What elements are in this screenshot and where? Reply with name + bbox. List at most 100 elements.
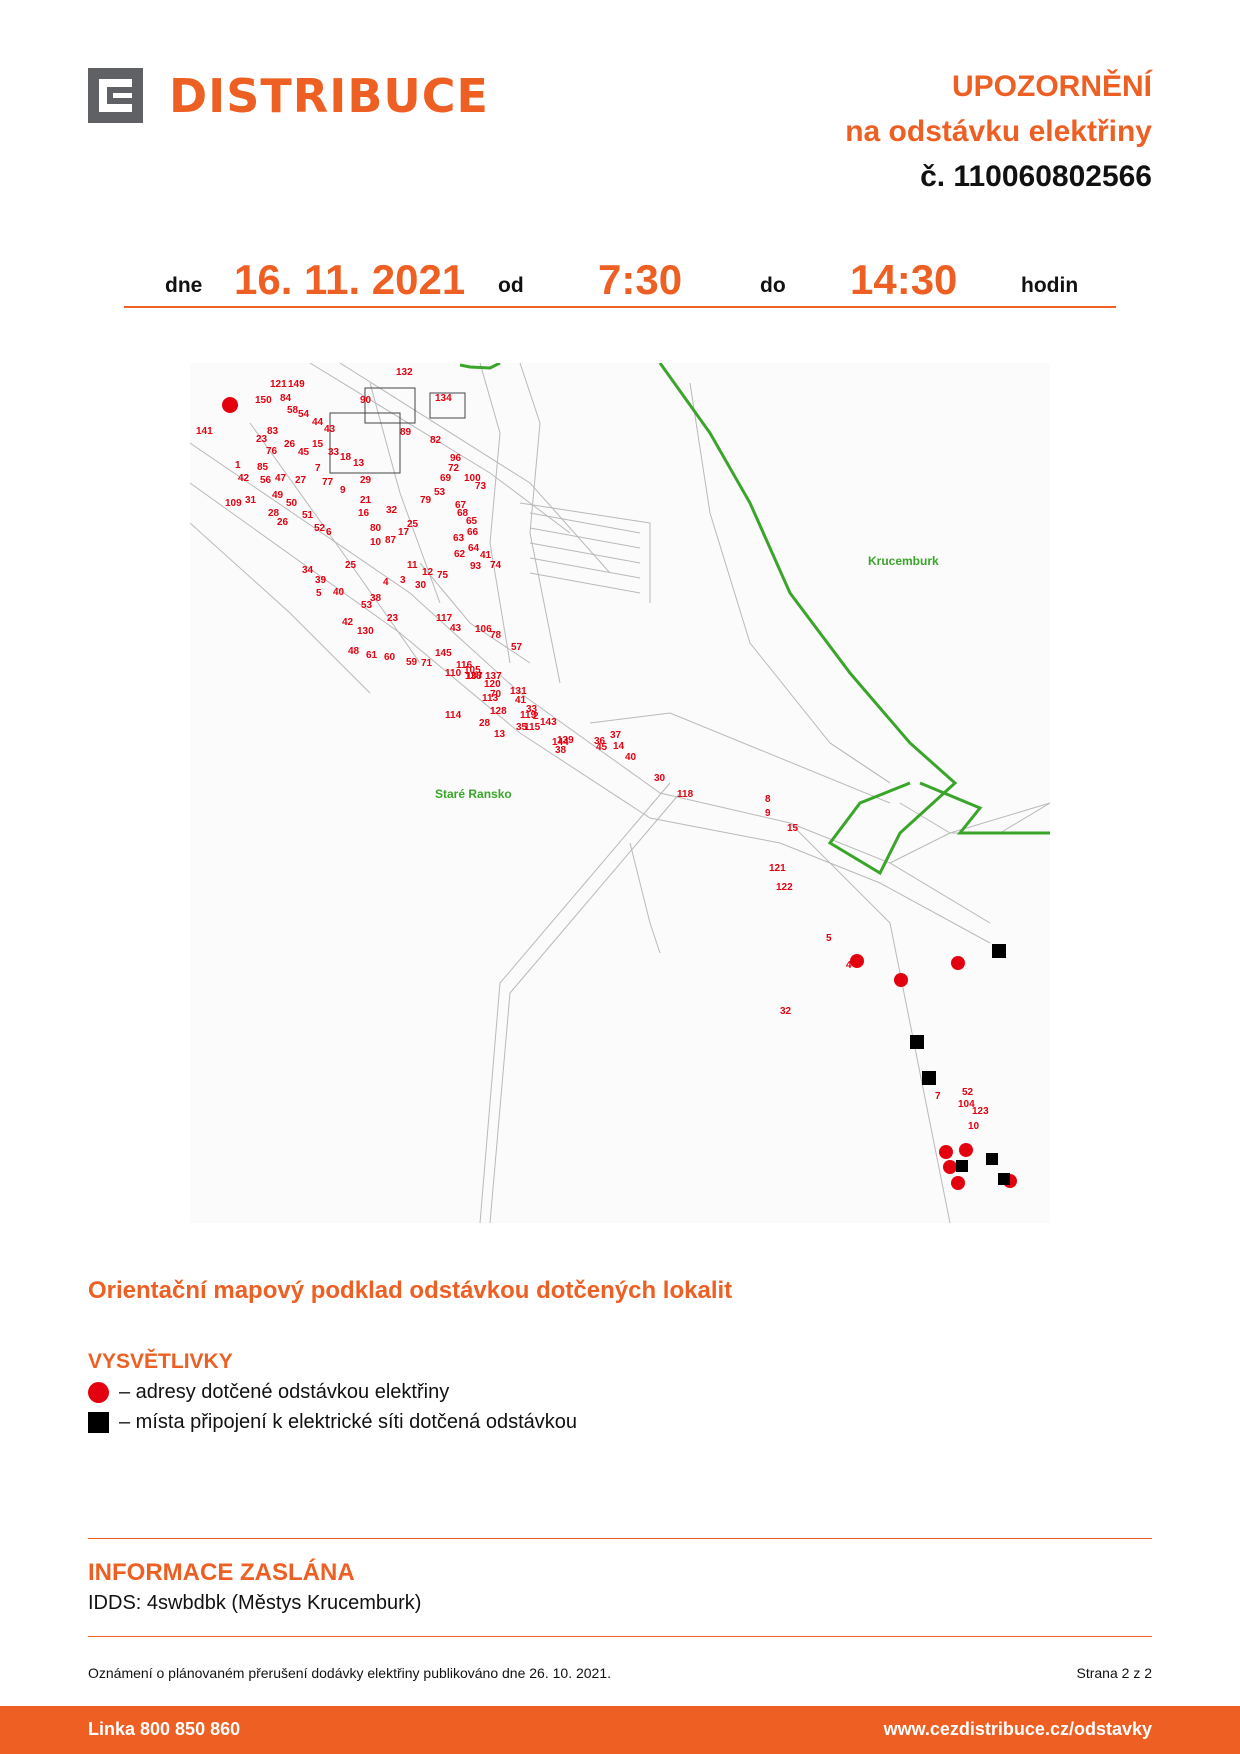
footer-bar: Linka 800 850 860 www.cezdistribuce.cz/o… [0, 1706, 1240, 1754]
address-marker [951, 956, 965, 970]
address-marker [850, 954, 864, 968]
house-number-label: 52 [962, 1087, 974, 1098]
house-number-label: 1 [235, 460, 241, 471]
house-number-label: 17 [398, 527, 410, 538]
house-number-label: 131 [510, 686, 527, 697]
website-link[interactable]: www.cezdistribuce.cz/odstavky [883, 1719, 1152, 1739]
to-time: 14:30 [850, 256, 958, 303]
house-number-label: 141 [196, 426, 213, 437]
outage-schedule: dne 16. 11. 2021 od 7:30 do 14:30 hodin [124, 250, 1116, 308]
house-number-label: 42 [342, 617, 354, 628]
house-number-label: 32 [780, 1006, 792, 1017]
house-number-label: 30 [654, 773, 666, 784]
house-number-label: 50 [286, 498, 298, 509]
page-number: Strana 2 z 2 [1076, 1665, 1153, 1681]
to-label: do [760, 274, 786, 297]
house-number-label: 12 [422, 567, 434, 578]
house-number-label: 93 [470, 561, 482, 572]
house-number-label: 58 [287, 405, 299, 416]
house-number-label: 13 [494, 729, 506, 740]
house-number-label: 9 [340, 485, 346, 496]
house-number-label: 38 [370, 593, 382, 604]
connection-point-markers [910, 944, 1010, 1185]
house-number-label: 76 [266, 446, 278, 457]
house-number-label: 118 [677, 789, 694, 800]
black-square-icon [88, 1412, 109, 1433]
buildings [329, 387, 466, 474]
house-number-label: 2 [533, 711, 539, 722]
house-number-label: 40 [333, 587, 345, 598]
house-number-label: 63 [453, 533, 465, 544]
legend-item-connection: – místa připojení k elektrické síti dotč… [88, 1411, 577, 1434]
house-number-label: 26 [284, 439, 296, 450]
house-number-label: 122 [776, 882, 793, 893]
house-number-label: 18 [340, 452, 352, 463]
connection-marker [956, 1160, 968, 1172]
house-number-label: 144 [552, 737, 569, 748]
house-number-label: 68 [457, 508, 469, 519]
logo-mark-icon [88, 68, 143, 123]
divider [88, 1636, 1152, 1637]
house-number-label: 42 [238, 473, 250, 484]
house-number-label: 145 [435, 648, 452, 659]
house-number-label: 89 [400, 427, 412, 438]
address-marker [222, 397, 238, 413]
house-number-label: 13 [353, 458, 365, 469]
house-number-label: 52 [314, 523, 326, 534]
address-marker [959, 1143, 973, 1157]
house-number-label: 128 [490, 706, 507, 717]
house-number-label: 109 [225, 498, 242, 509]
house-number-label: 132 [396, 367, 413, 378]
house-number-label: 54 [298, 409, 310, 420]
house-number-label: 70 [490, 689, 502, 700]
house-number-label: 117 [436, 613, 453, 624]
house-number-label: 44 [312, 417, 324, 428]
house-number-label: 34 [302, 565, 314, 576]
house-number-label: 119 [520, 710, 537, 721]
day-label: dne [165, 274, 203, 297]
house-number-label: 77 [322, 477, 334, 488]
legend-address-text: – adresy dotčené odstávkou elektřiny [119, 1381, 450, 1403]
house-number-label: 114 [445, 710, 462, 721]
house-number-label: 33 [526, 704, 538, 715]
house-number-label: 72 [448, 463, 460, 474]
house-number-label: 4 [383, 577, 389, 588]
house-number-label: 62 [454, 549, 466, 560]
house-number-label: 26 [277, 517, 289, 528]
house-number-label: 49 [272, 490, 284, 501]
municipal-boundary [459, 363, 1050, 876]
house-number-label: 100 [464, 473, 481, 484]
house-number-label: 137 [485, 671, 502, 682]
info-text: IDDS: 4swbdbk (Městys Krucemburk) [88, 1592, 422, 1614]
house-number-label: 37 [610, 730, 622, 741]
legend-connection-text: – místa připojení k elektrické síti dotč… [119, 1411, 578, 1433]
house-number-label: 83 [267, 426, 279, 437]
house-number-label: 41 [515, 695, 527, 706]
house-number-label: 53 [434, 487, 446, 498]
house-number-label: 48 [348, 646, 360, 657]
house-number-label: 121 [270, 379, 287, 390]
house-number-label: 32 [386, 505, 398, 516]
address-marker [951, 1176, 965, 1190]
house-number-label: 120 [484, 679, 501, 690]
house-number-label: 4 [846, 960, 852, 971]
house-number-label: 9 [765, 808, 771, 819]
house-number-label: 33 [328, 447, 340, 458]
house-number-label: 25 [407, 519, 419, 530]
house-number-label: 8 [765, 794, 771, 805]
house-number-label: 38 [555, 745, 567, 756]
house-number-label: 60 [384, 652, 396, 663]
house-number-label: 69 [440, 473, 452, 484]
address-marker [943, 1160, 957, 1174]
house-number-label: 107 [466, 671, 483, 682]
house-number-label: 61 [366, 650, 378, 661]
place-label-stare-ransko: Staré Ransko [435, 787, 512, 801]
house-number-label: 121 [769, 863, 786, 874]
house-number-label: 15 [787, 823, 799, 834]
house-number-label: 5 [826, 933, 832, 944]
connection-marker [992, 944, 1006, 958]
hotline: Linka 800 850 860 [88, 1719, 241, 1739]
connection-marker [910, 1035, 924, 1049]
connection-marker [922, 1071, 936, 1085]
